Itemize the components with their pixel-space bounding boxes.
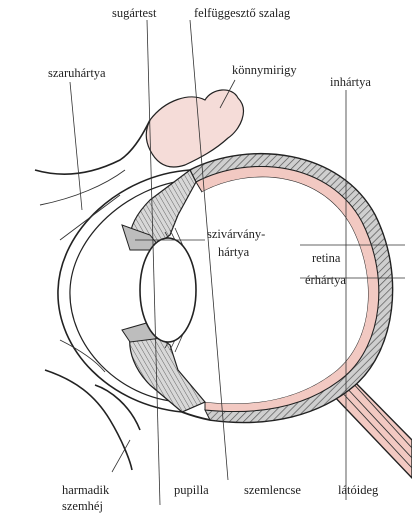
- label-retina: retina: [312, 251, 341, 265]
- label-szemhej: szemhéj: [62, 499, 103, 513]
- upper-eyelid: [35, 120, 150, 174]
- label-szaruhartya: szaruhártya: [48, 66, 106, 80]
- label-szivarvany: szivárvány-: [207, 227, 265, 241]
- lower-eyelid-fold: [60, 340, 105, 372]
- upper-eyelid-fold: [40, 170, 125, 205]
- label-konnymirigy: könnymirigy: [232, 63, 297, 77]
- label-hartya: hártya: [218, 245, 250, 259]
- label-harmadik: harmadik: [62, 483, 110, 497]
- lower-eyelid: [45, 370, 132, 470]
- label-latoideg: látóideg: [338, 483, 379, 497]
- lens: [140, 238, 196, 342]
- upper-eyelid-line: [60, 195, 120, 240]
- label-pupilla: pupilla: [174, 483, 209, 497]
- lacrimal-gland: [146, 90, 243, 167]
- label-sugartest: sugártest: [112, 6, 157, 20]
- label-felfuggeszto-szalag: felfüggesztő szalag: [194, 6, 291, 20]
- label-szemlencse: szemlencse: [244, 483, 301, 497]
- optic-nerve-fiber: [344, 385, 412, 458]
- label-inhartya: inhártya: [330, 75, 371, 89]
- label-erhartya: érhártya: [305, 273, 346, 287]
